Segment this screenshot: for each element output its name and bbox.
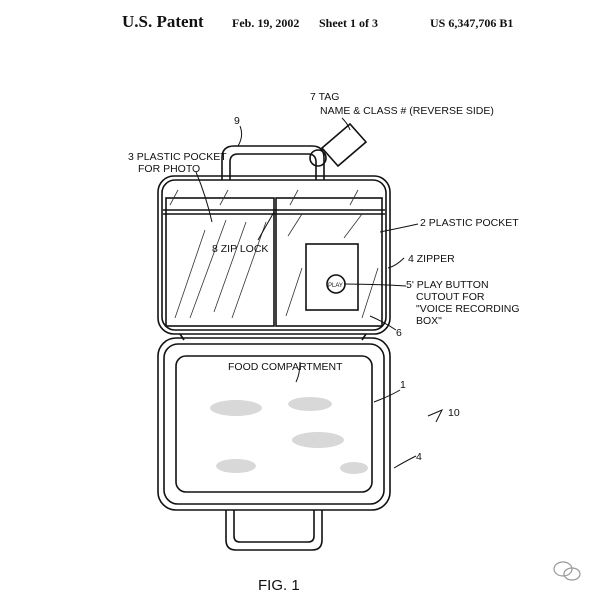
figure-caption: FIG. 1 [258, 577, 300, 594]
play-label-3: "VOICE RECORDING [416, 303, 520, 315]
plastic-pocket-label: 2 PLASTIC POCKET [420, 217, 519, 229]
chat-watermark-icon [553, 561, 581, 581]
play-button-label: PLAY [328, 283, 343, 289]
play-label-1: 5' PLAY BUTTON [406, 279, 489, 291]
photo-pocket-label-2: FOR PHOTO [138, 163, 200, 175]
ref-4: 4 [416, 451, 422, 463]
bottom-handle [225, 510, 323, 551]
plastic-pocket [275, 197, 383, 327]
zip-lock-label: 8 ZIP LOCK [212, 243, 268, 255]
sheet-number: Sheet 1 of 3 [319, 16, 378, 30]
patent-date: Feb. 19, 2002 [232, 16, 300, 30]
lower-base [157, 337, 391, 511]
food-shading [210, 397, 368, 474]
upper-lid [157, 175, 391, 335]
top-handle [221, 145, 325, 180]
ref-10: 10 [448, 407, 460, 419]
handle-ref: 9 [234, 115, 240, 127]
play-label-2: CUTOUT FOR [416, 291, 485, 303]
food-compartment [175, 355, 373, 493]
tag-label-2: NAME & CLASS # (REVERSE SIDE) [320, 105, 494, 117]
patent-number: US 6,347,706 B1 [430, 16, 514, 30]
ref-6: 6 [396, 327, 402, 339]
play-label-4: BOX" [416, 315, 442, 327]
ref-1: 1 [400, 379, 406, 391]
tag-icon [320, 122, 368, 168]
patent-title: U.S. Patent [122, 12, 204, 31]
tag-label-1: 7 TAG [310, 91, 339, 103]
photo-pocket-label-1: 3 PLASTIC POCKET [128, 151, 227, 163]
play-cutout [305, 243, 359, 311]
food-compartment-label: FOOD COMPARTMENT [228, 361, 343, 373]
photo-pocket [165, 197, 275, 327]
pocket-hatching [169, 189, 379, 319]
zipper-label: 4 ZIPPER [408, 253, 455, 265]
leader-lines [195, 117, 419, 469]
